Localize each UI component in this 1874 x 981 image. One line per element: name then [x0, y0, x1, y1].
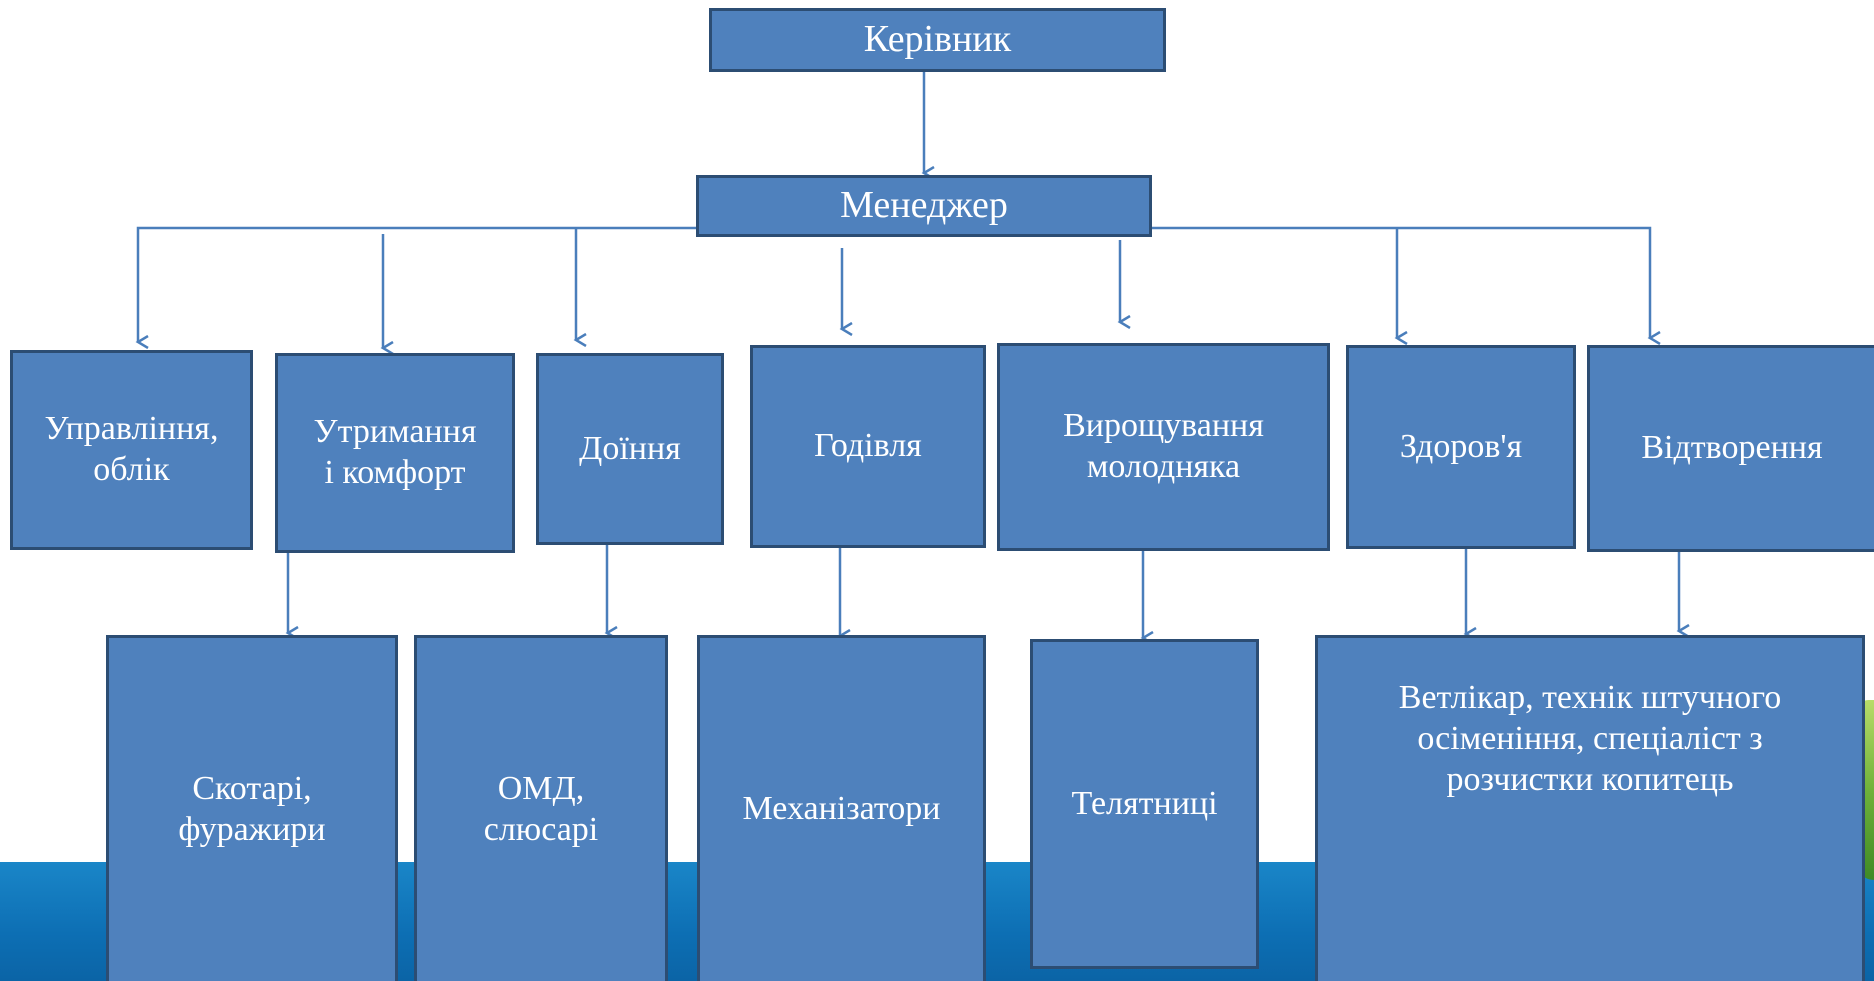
staff-label: Телятниці — [1071, 784, 1218, 822]
staff-label: Ветлікар, технік штучного осіменіння, сп… — [1398, 679, 1782, 798]
dept-box-management: Управління, облік — [10, 350, 253, 550]
staff-box-calf-tenders: Телятниці — [1030, 639, 1259, 969]
staff-box-vet-team: Ветлікар, технік штучного осіменіння, сп… — [1315, 635, 1865, 981]
manager-box: Менеджер — [696, 175, 1152, 237]
head-label: Керівник — [863, 18, 1012, 61]
dept-label: Утримання і комфорт — [313, 413, 477, 491]
dept-box-health: Здоров'я — [1346, 345, 1576, 549]
dept-box-feeding: Годівля — [750, 345, 986, 548]
manager-label: Менеджер — [840, 184, 1008, 227]
dept-label: Управління, облік — [44, 410, 219, 488]
staff-label: Механізатори — [742, 790, 941, 828]
dept-box-housing: Утримання і комфорт — [275, 353, 515, 553]
head-box: Керівник — [709, 8, 1166, 72]
staff-label: Скотарі, фуражири — [178, 769, 326, 848]
dept-box-youngstock: Вирощування молодняка — [997, 343, 1330, 551]
dept-box-milking: Доїння — [536, 353, 724, 545]
staff-box-herders: Скотарі, фуражири — [106, 635, 398, 981]
dept-label: Вирощування молодняка — [1063, 407, 1264, 485]
dept-label: Доїння — [579, 429, 681, 467]
staff-box-machine-operators: Механізатори — [697, 635, 986, 981]
dept-box-reproduction: Відтворення — [1587, 345, 1874, 552]
staff-box-mechanics: ОМД, слюсарі — [414, 635, 668, 981]
connector-bus-left — [138, 226, 700, 342]
staff-label: ОМД, слюсарі — [483, 769, 599, 848]
dept-label: Відтворення — [1641, 429, 1823, 467]
connector-bus-right — [1152, 226, 1650, 338]
dept-label: Годівля — [814, 427, 922, 465]
dept-label: Здоров'я — [1399, 427, 1523, 465]
